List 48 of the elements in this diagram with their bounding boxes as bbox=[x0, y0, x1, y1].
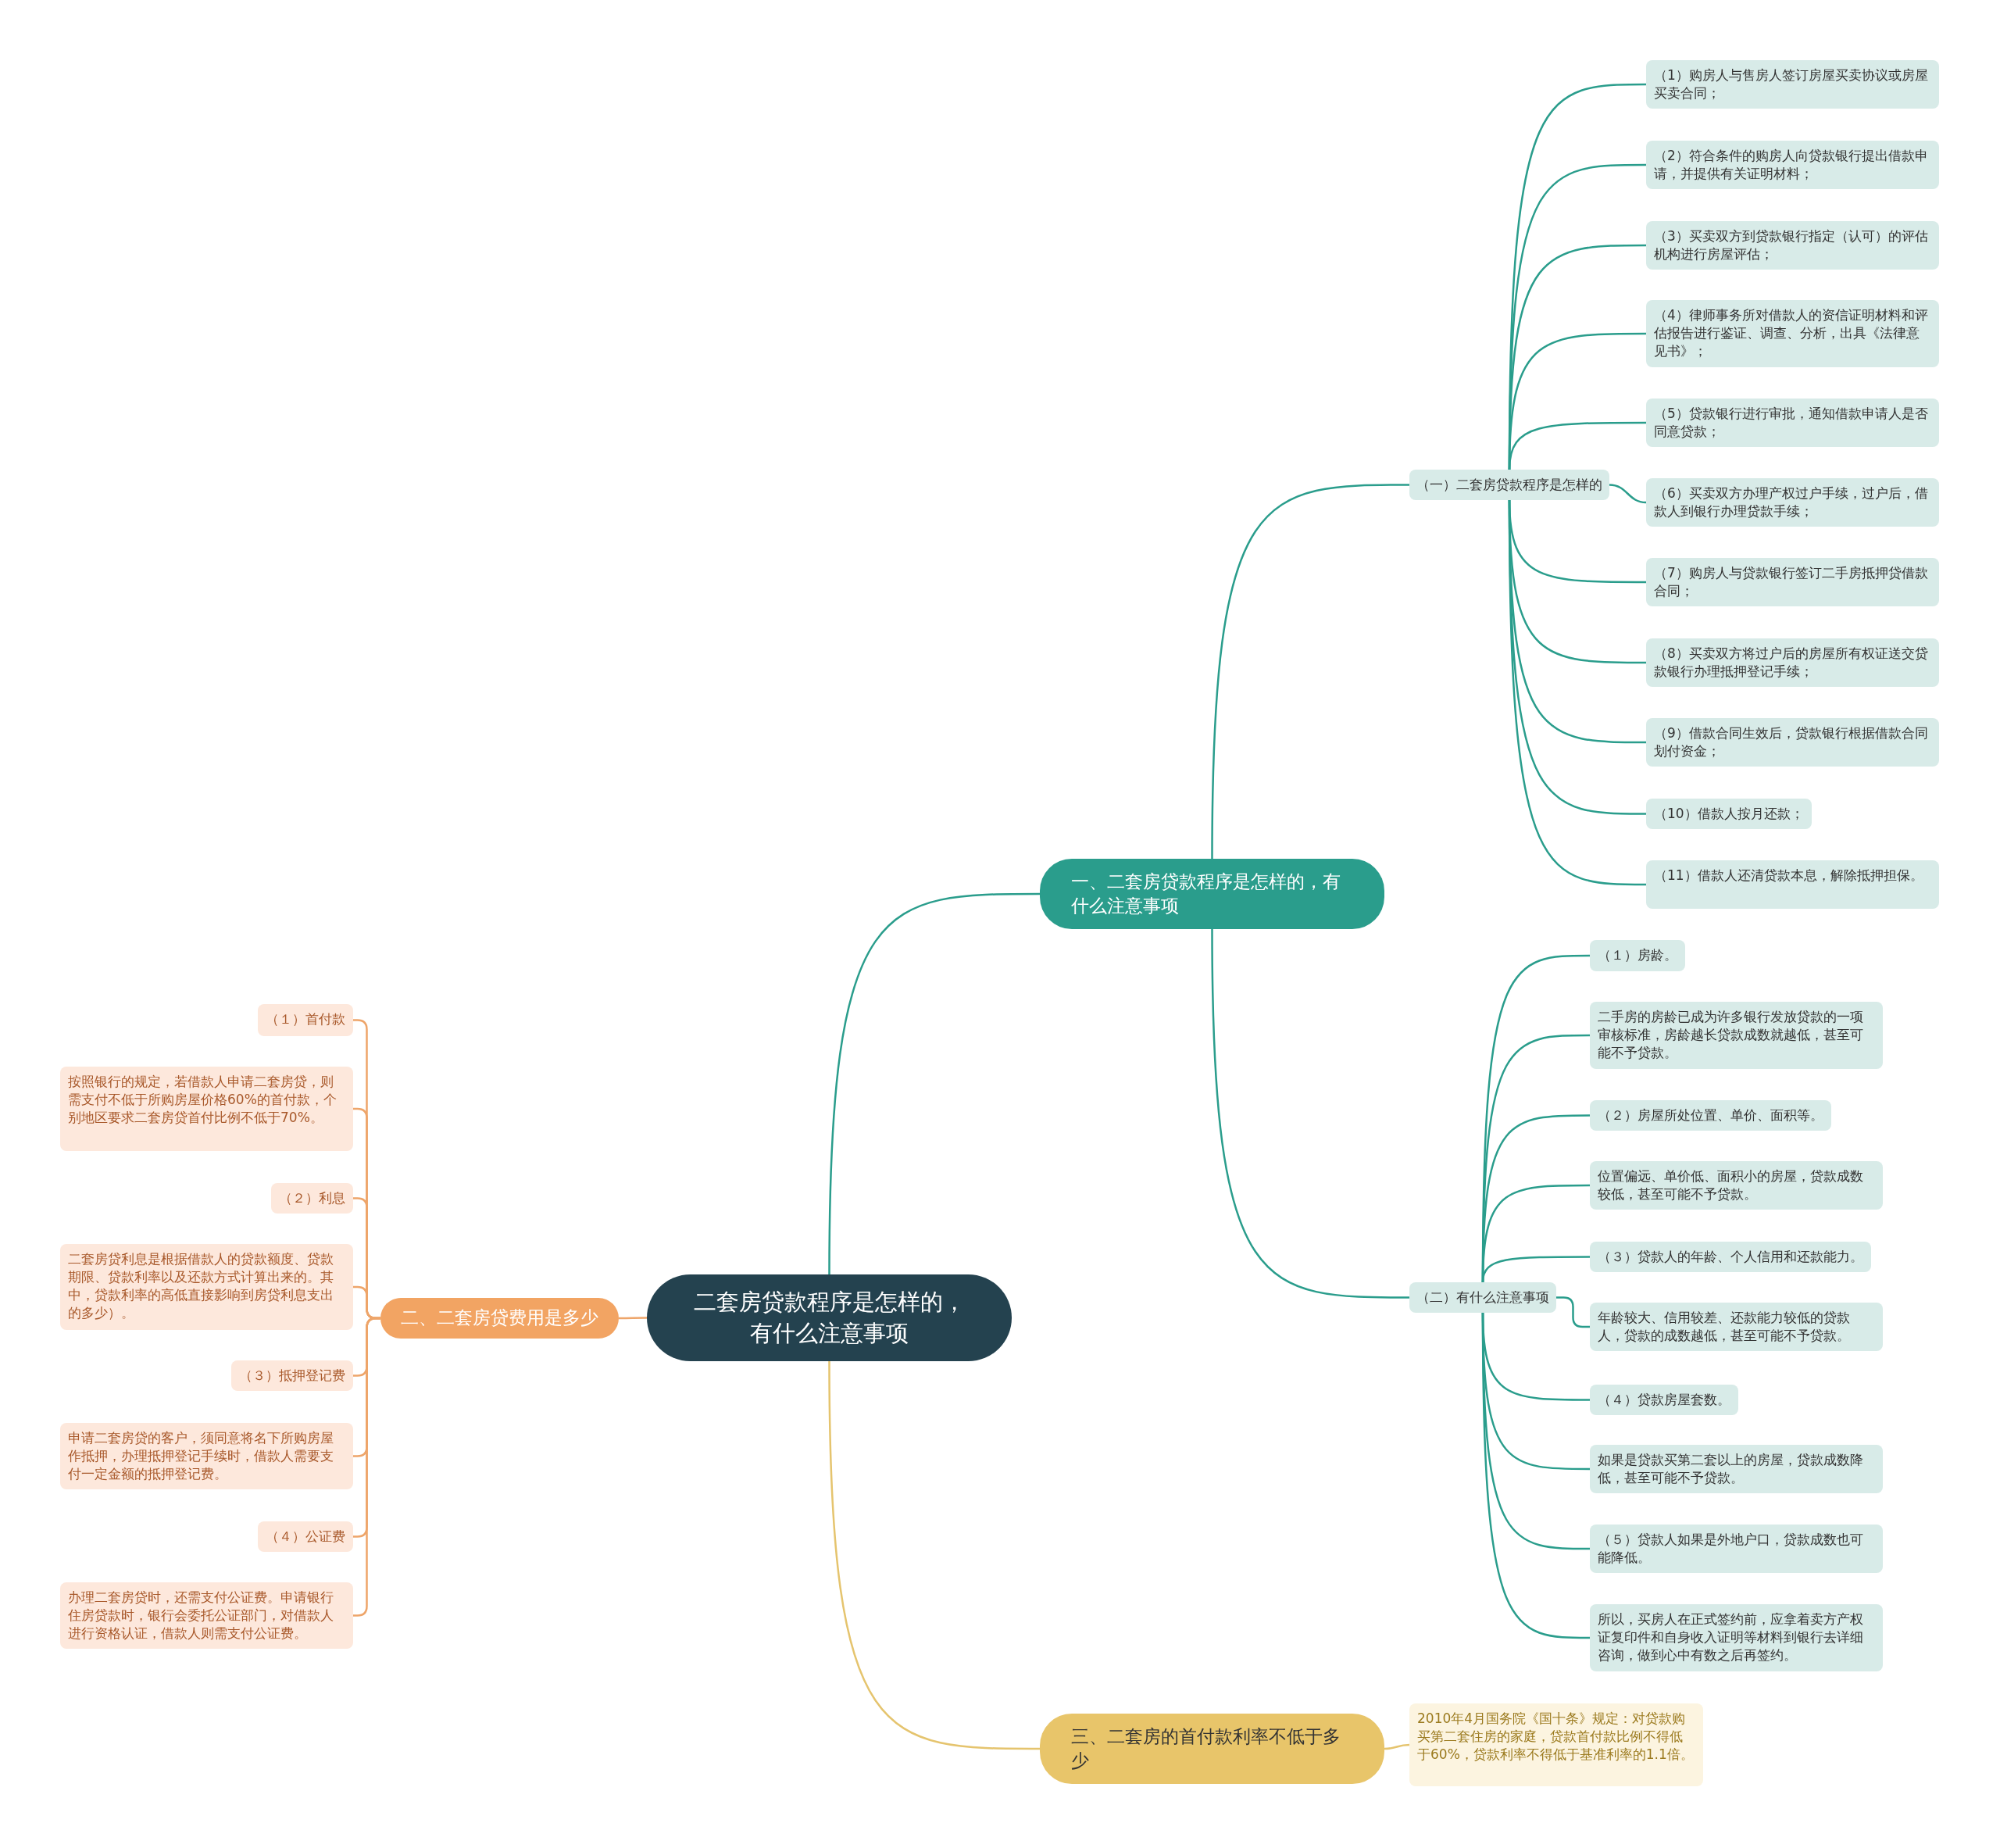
connector-line bbox=[1211, 929, 1409, 1299]
note-card: （２）利息 bbox=[271, 1183, 353, 1214]
note-card: （8）买卖双方将过户后的房屋所有权证送交贷款银行办理抵押登记手续； bbox=[1646, 638, 1939, 687]
connector-line bbox=[1508, 500, 1646, 886]
note-card: （５）贷款人如果是外地户口，贷款成数也可能降低。 bbox=[1590, 1525, 1883, 1573]
note-card: 年龄较大、信用较差、还款能力较低的贷款人，贷款的成数越低，甚至可能不予贷款。 bbox=[1590, 1303, 1883, 1351]
subtopic-label: （一）二套房贷款程序是怎样的 bbox=[1409, 470, 1609, 500]
note-card: （5）贷款银行进行审批，通知借款申请人是否同意贷款； bbox=[1646, 399, 1939, 447]
connector-line bbox=[828, 1361, 1040, 1750]
connector-line bbox=[1556, 1296, 1590, 1328]
note-card: 按照银行的规定，若借款人申请二套房贷，则需支付不低于所购房屋价格60%的首付款，个别地区要求二套房贷首付比例不低于70%。 bbox=[60, 1067, 353, 1151]
note-card: 二套房贷利息是根据借款人的贷款额度、贷款期限、贷款利率以及还款方式计算出来的。其中，贷款利率的高低直接影响到房贷利息支出的多少）。 bbox=[60, 1244, 353, 1330]
note-card: 2010年4月国务院《国十条》规定：对贷款购买第二套住房的家庭，贷款首付款比例不得低于60%，贷款利率不得低于基准利率的1.1倍。 bbox=[1409, 1703, 1703, 1786]
note-card: （6）买卖双方办理产权过户手续，过户后，借款人到银行办理贷款手续； bbox=[1646, 478, 1939, 527]
note-card: （３）贷款人的年龄、个人信用和还款能力。 bbox=[1590, 1242, 1871, 1272]
note-card: （１）首付款 bbox=[258, 1004, 353, 1036]
note-card: （3）买卖双方到贷款银行指定（认可）的评估机构进行房屋评估； bbox=[1646, 221, 1939, 270]
connector-line bbox=[619, 1317, 647, 1320]
note-card: （10）借款人按月还款； bbox=[1646, 799, 1812, 829]
note-card: 办理二套房贷时，还需支付公证费。申请银行住房贷款时，银行会委托公证部门，对借款人进行资格认证，借款人则需支付公证费。 bbox=[60, 1582, 353, 1649]
connector-line bbox=[1609, 484, 1647, 504]
note-card: 申请二套房贷的客户，须同意将名下所购房屋作抵押，办理抵押登记手续时，借款人需要支付一定金额的抵押登记费。 bbox=[60, 1423, 353, 1489]
note-card: （１）房龄。 bbox=[1590, 940, 1685, 971]
branch-topic: 二、二套房贷费用是多少 bbox=[380, 1298, 619, 1339]
note-card: （４）公证费 bbox=[258, 1521, 353, 1552]
connector-line bbox=[1211, 484, 1409, 859]
note-card: （３）抵押登记费 bbox=[231, 1360, 353, 1391]
branch-topic: 一、二套房贷款程序是怎样的，有什么注意事项 bbox=[1040, 859, 1384, 930]
note-card: （４）贷款房屋套数。 bbox=[1590, 1385, 1738, 1415]
connector-line bbox=[1384, 1743, 1410, 1750]
note-card: （1）购房人与售房人签订房屋买卖协议或房屋买卖合同； bbox=[1646, 60, 1939, 109]
note-card: （4）律师事务所对借款人的资信证明材料和评估报告进行鉴证、调查、分析，出具《法律意见书》； bbox=[1646, 300, 1939, 367]
connector-line bbox=[1508, 421, 1646, 470]
connector-line bbox=[828, 892, 1040, 1274]
note-card: （7）购房人与贷款银行签订二手房抵押贷借款合同； bbox=[1646, 558, 1939, 606]
connector-line bbox=[1481, 1256, 1590, 1283]
connector-line bbox=[1481, 1313, 1590, 1639]
subtopic-label: （二）有什么注意事项 bbox=[1409, 1282, 1556, 1313]
central-topic: 二套房贷款程序是怎样的，有什么注意事项 bbox=[647, 1274, 1012, 1361]
note-card: 如果是贷款买第二套以上的房屋，贷款成数降低，甚至可能不予贷款。 bbox=[1590, 1445, 1883, 1493]
branch-topic: 三、二套房的首付款利率不低于多少 bbox=[1040, 1714, 1384, 1785]
note-card: 位置偏远、单价低、面积小的房屋，贷款成数较低，甚至可能不予贷款。 bbox=[1590, 1161, 1883, 1210]
note-card: 所以，买房人在正式签约前，应拿着卖方产权证复印件和自身收入证明等材料到银行去详细咨询，做到心中有数之后再签约。 bbox=[1590, 1604, 1883, 1671]
note-card: （11）借款人还清贷款本息，解除抵押担保。 bbox=[1646, 860, 1939, 909]
note-card: （２）房屋所处位置、单价、面积等。 bbox=[1590, 1100, 1831, 1131]
note-card: 二手房的房龄已成为许多银行发放贷款的一项审核标准，房龄越长贷款成数就越低，甚至可能不予贷款。 bbox=[1590, 1002, 1883, 1069]
note-card: （2）符合条件的购房人向贷款银行提出借款申请，并提供有关证明材料； bbox=[1646, 141, 1939, 189]
note-card: （9）借款合同生效后，贷款银行根据借款合同划付资金； bbox=[1646, 718, 1939, 767]
